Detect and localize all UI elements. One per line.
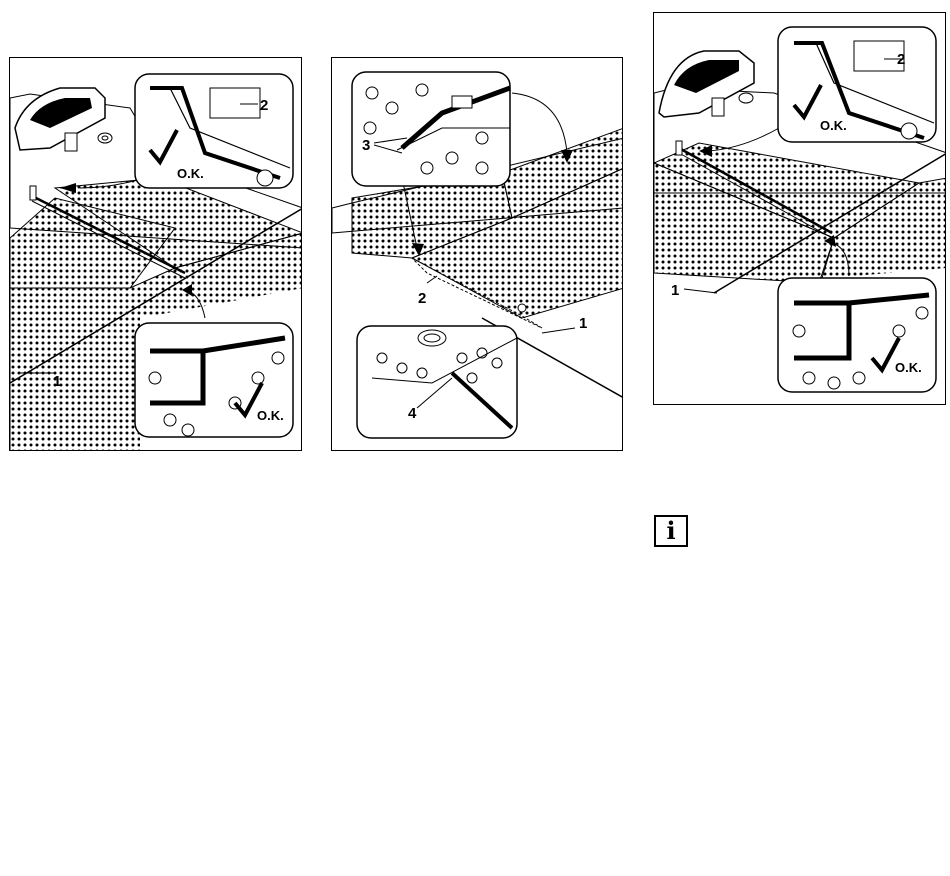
callout-3: 3 bbox=[362, 137, 370, 154]
callout-2: 2 bbox=[260, 97, 268, 114]
figure-3-illustration: 2 O.K. O.K. 1 bbox=[654, 13, 946, 405]
detail-bottom bbox=[357, 326, 517, 438]
detail-bottom: O.K. bbox=[135, 323, 293, 437]
figure-1: 2 O.K. O.K. 1 bbox=[9, 57, 302, 451]
callout-2: 2 bbox=[897, 51, 905, 68]
ok-label: O.K. bbox=[257, 408, 284, 423]
ok-label: O.K. bbox=[177, 166, 204, 181]
detail-top bbox=[352, 72, 510, 186]
callout-1: 1 bbox=[53, 373, 61, 390]
callout-1: 1 bbox=[579, 315, 587, 332]
info-icon: i bbox=[654, 515, 688, 547]
callout-4: 4 bbox=[408, 405, 417, 422]
callout-2: 2 bbox=[418, 290, 426, 307]
ok-label: O.K. bbox=[820, 118, 847, 133]
figure-1-illustration: 2 O.K. O.K. 1 bbox=[10, 58, 302, 451]
detail-top: 2 O.K. bbox=[135, 74, 293, 188]
figure-2-illustration: 3 4 2 1 bbox=[332, 58, 623, 451]
info-glyph: i bbox=[656, 518, 686, 544]
detail-bottom: O.K. bbox=[778, 278, 936, 392]
callout-1: 1 bbox=[671, 282, 679, 299]
figure-2: 3 4 2 1 bbox=[331, 57, 623, 451]
detail-top: 2 O.K. bbox=[778, 27, 936, 142]
ok-label: O.K. bbox=[895, 360, 922, 375]
figure-3: 2 O.K. O.K. 1 bbox=[653, 12, 946, 405]
